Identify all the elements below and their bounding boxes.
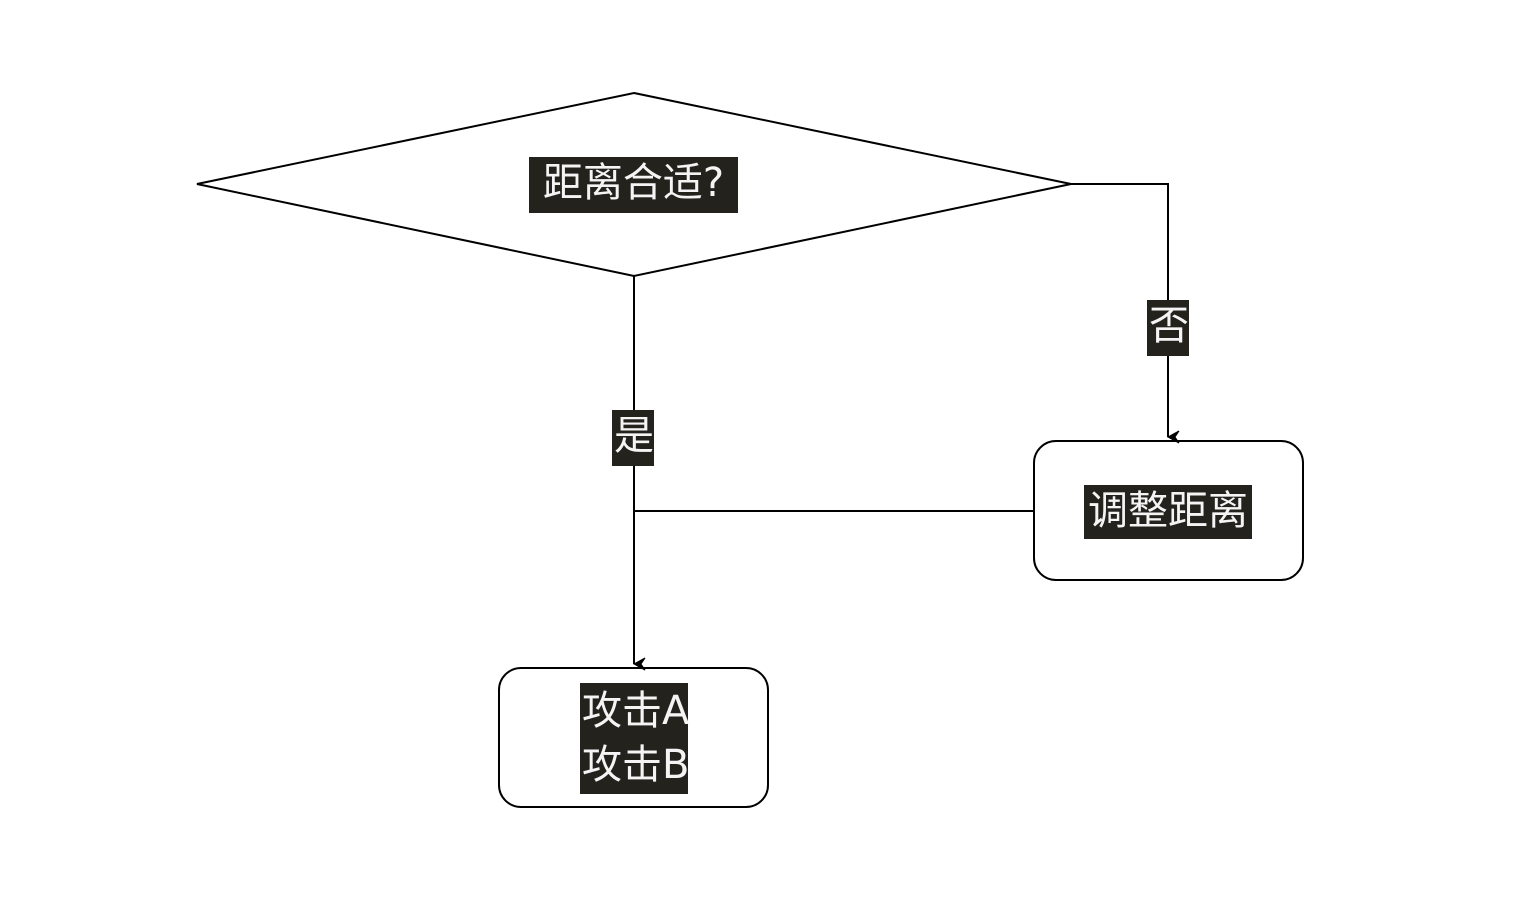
yes-edge-label: 是 [612,410,654,466]
attack-label: 攻击A 攻击B [580,683,690,794]
decision-label: 距离合适? [529,157,738,213]
attack-a-text: 攻击A [582,688,690,734]
attack-b-text: 攻击B [582,742,690,788]
no-edge-label: 否 [1147,300,1189,356]
adjust-distance-label: 调整距离 [1084,485,1252,539]
